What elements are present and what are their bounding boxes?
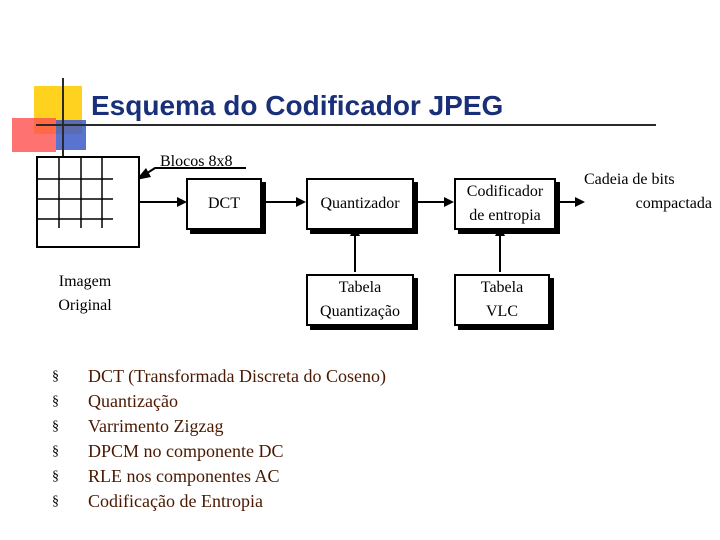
list-item: § Quantização	[52, 389, 386, 414]
quant-table-line-2: Quantização	[320, 303, 400, 320]
output-line-2: compactada	[635, 195, 712, 212]
bullet-list: § DCT (Transformada Discreta do Coseno) §…	[52, 364, 386, 514]
blocks-8x8-label: Blocos 8x8	[160, 153, 233, 170]
deco-horizontal-line	[36, 124, 656, 126]
dct-label: DCT	[208, 195, 240, 212]
list-item-text: Varrimento Zigzag	[88, 416, 224, 436]
entropy-coder-line-1: Codificador	[466, 183, 544, 200]
deco-vertical-line	[62, 78, 64, 158]
original-image-label: Imagem Original	[40, 270, 130, 318]
vlc-table-line-2: VLC	[486, 303, 518, 320]
list-item-text: RLE nos componentes AC	[88, 466, 280, 486]
output-line-1: Cadeia de bits	[584, 171, 675, 188]
entropy-coder-block: Codificador de entropia	[454, 178, 556, 230]
bullet-icon: §	[52, 469, 59, 484]
original-image-line-1: Imagem	[58, 273, 112, 290]
dct-block: DCT	[186, 178, 262, 230]
list-item: § DPCM no componente DC	[52, 439, 386, 464]
bullet-icon: §	[52, 444, 59, 459]
slide-title: Esquema do Codificador JPEG	[91, 90, 504, 121]
original-image-grid	[36, 156, 140, 248]
bullet-icon: §	[52, 419, 59, 434]
original-image-line-2: Original	[58, 297, 112, 314]
grid-lines	[38, 158, 113, 228]
list-item: § Varrimento Zigzag	[52, 414, 386, 439]
quant-table-label: Tabela Quantização	[308, 276, 412, 324]
quant-table-line-1: Tabela	[338, 279, 382, 296]
vlc-table-label: Tabela VLC	[456, 276, 548, 324]
entropy-coder-label: Codificador de entropia	[456, 180, 554, 228]
vlc-table-line-1: Tabela	[480, 279, 524, 296]
bullet-icon: §	[52, 394, 59, 409]
deco-red-square	[12, 118, 56, 152]
list-item: § RLE nos componentes AC	[52, 464, 386, 489]
output-label: Cadeia de bits compactada	[584, 168, 712, 216]
bullet-icon: §	[52, 369, 59, 384]
list-item-text: DPCM no componente DC	[88, 441, 284, 461]
list-item-text: Quantização	[88, 391, 178, 411]
list-item: § Codificação de Entropia	[52, 489, 386, 514]
vlc-table-block: Tabela VLC	[454, 274, 550, 326]
entropy-coder-line-2: de entropia	[469, 207, 541, 224]
quantizer-block: Quantizador	[306, 178, 414, 230]
list-item: § DCT (Transformada Discreta do Coseno)	[52, 364, 386, 389]
quant-table-block: Tabela Quantização	[306, 274, 414, 326]
list-item-text: DCT (Transformada Discreta do Coseno)	[88, 366, 386, 386]
list-item-text: Codificação de Entropia	[88, 491, 263, 511]
quantizer-label: Quantizador	[320, 195, 400, 212]
bullet-icon: §	[52, 494, 59, 509]
